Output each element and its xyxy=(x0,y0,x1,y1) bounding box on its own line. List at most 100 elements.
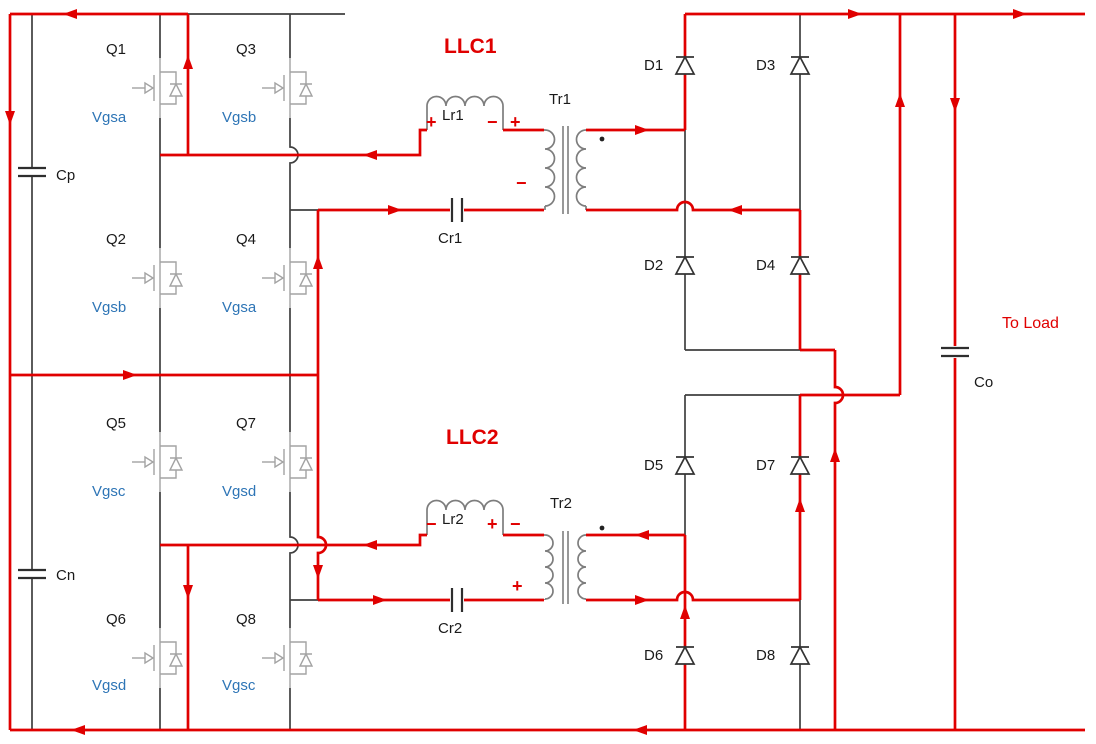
polarity-tr1-top: + xyxy=(510,112,521,132)
cn-capacitor xyxy=(18,568,46,580)
label-tr1: Tr1 xyxy=(549,91,571,108)
polarity-lr1-right: − xyxy=(487,112,498,132)
label-lr2: Lr2 xyxy=(442,511,464,528)
arrow-up xyxy=(183,55,193,69)
arrow-right xyxy=(1013,9,1027,19)
label-d8: D8 xyxy=(756,647,775,664)
label-cr2: Cr2 xyxy=(438,620,462,637)
arrow-left xyxy=(363,540,377,550)
label-d2: D2 xyxy=(644,257,663,274)
label-q6: Q6 xyxy=(106,611,126,628)
passive-labels: Cp Cn Co Cr1 Cr2 Lr1 Lr2 Tr1 Tr2 xyxy=(56,91,993,637)
path-sec2-top xyxy=(586,533,687,730)
gate-label-q5: Vgsc xyxy=(92,483,126,500)
cp-capacitor xyxy=(18,166,46,178)
polarity-tr1-bottom: − xyxy=(516,173,527,193)
path-sec1-top xyxy=(586,14,687,132)
diode-d1-symbol xyxy=(675,56,695,75)
label-d5: D5 xyxy=(644,457,663,474)
polarity-tr2-top: − xyxy=(510,514,521,534)
bridge-leg-b xyxy=(289,14,299,730)
path-llc1-upper xyxy=(160,128,544,157)
arrow-down xyxy=(950,98,960,112)
cr2-capacitor xyxy=(450,588,464,612)
arrow-down xyxy=(313,565,323,579)
tr1-secondary-winding xyxy=(575,129,587,210)
mosfet-labels: Q1 Q3 Q2 Q4 Q5 Q7 Q6 Q8 Vgsa Vgsb Vgsb V… xyxy=(92,41,257,694)
arrow-left xyxy=(63,9,77,19)
path-sec2-bottom xyxy=(586,590,800,602)
diode-d4-symbol xyxy=(790,256,810,275)
tr2-primary-winding xyxy=(544,534,554,600)
label-lr1: Lr1 xyxy=(442,107,464,124)
label-d4: D4 xyxy=(756,257,775,274)
lr1-inductor xyxy=(426,95,504,130)
polarity-tr2-bottom: + xyxy=(512,576,523,596)
tr1-primary-winding xyxy=(544,129,556,210)
arrow-left xyxy=(633,725,647,735)
gate-label-q7: Vgsd xyxy=(222,483,256,500)
label-q3: Q3 xyxy=(236,41,256,58)
arrow-right xyxy=(123,370,137,380)
label-cp: Cp xyxy=(56,167,75,184)
current-paths xyxy=(8,12,1085,732)
arrow-left xyxy=(728,205,742,215)
polarity-lr1-left: + xyxy=(426,112,437,132)
diode-labels: D1 D3 D2 D4 D5 D7 D6 D8 xyxy=(644,57,775,664)
arrow-left xyxy=(71,725,85,735)
label-to-load: To Load xyxy=(1002,315,1059,332)
tr1-core xyxy=(562,126,569,214)
label-q8: Q8 xyxy=(236,611,256,628)
label-q1: Q1 xyxy=(106,41,126,58)
path-sec1-bottom xyxy=(586,200,800,212)
gate-label-q2: Vgsb xyxy=(92,299,126,316)
label-d1: D1 xyxy=(644,57,663,74)
label-cr1: Cr1 xyxy=(438,230,462,247)
path-d7-output xyxy=(798,14,902,600)
label-q2: Q2 xyxy=(106,231,126,248)
label-tr2: Tr2 xyxy=(550,495,572,512)
label-llc1: LLC1 xyxy=(444,35,497,58)
diode-symbols xyxy=(675,56,810,665)
diode-d6-symbol xyxy=(675,646,695,665)
transformers xyxy=(544,126,605,604)
primary-wiring xyxy=(18,13,504,730)
gate-label-q6: Vgsd xyxy=(92,677,126,694)
label-d7: D7 xyxy=(756,457,775,474)
arrow-up xyxy=(680,605,690,619)
gate-label-q1: Vgsa xyxy=(92,109,127,126)
diode-d2-symbol xyxy=(675,256,695,275)
gate-label-q8: Vgsc xyxy=(222,677,256,694)
mosfet-q8-symbol xyxy=(261,627,313,689)
diode-d5-symbol xyxy=(675,456,695,475)
label-llc2: LLC2 xyxy=(446,426,499,449)
label-q4: Q4 xyxy=(236,231,256,248)
mosfet-q2-symbol xyxy=(131,247,183,309)
arrow-right xyxy=(635,595,649,605)
label-d6: D6 xyxy=(644,647,663,664)
co-capacitor xyxy=(941,346,969,358)
current-direction-arrows xyxy=(5,9,1027,735)
arrow-left xyxy=(635,530,649,540)
arrow-down xyxy=(183,585,193,599)
mosfet-q3-symbol xyxy=(261,57,313,119)
arrow-up xyxy=(895,93,905,107)
label-d3: D3 xyxy=(756,57,775,74)
polarity-lr2-left: − xyxy=(426,514,437,534)
arrow-right xyxy=(848,9,862,19)
label-q7: Q7 xyxy=(236,415,256,432)
path-rect1-return xyxy=(800,348,845,730)
mosfet-q4-symbol xyxy=(261,247,313,309)
mosfet-q5-symbol xyxy=(131,431,183,493)
arrow-right xyxy=(635,125,649,135)
arrow-up xyxy=(830,448,840,462)
arrow-up xyxy=(795,498,805,512)
cr1-capacitor xyxy=(450,198,464,222)
arrow-right xyxy=(388,205,402,215)
label-cn: Cn xyxy=(56,567,75,584)
label-q5: Q5 xyxy=(106,415,126,432)
tr1-phase-dot xyxy=(599,136,605,142)
arrow-right xyxy=(373,595,387,605)
